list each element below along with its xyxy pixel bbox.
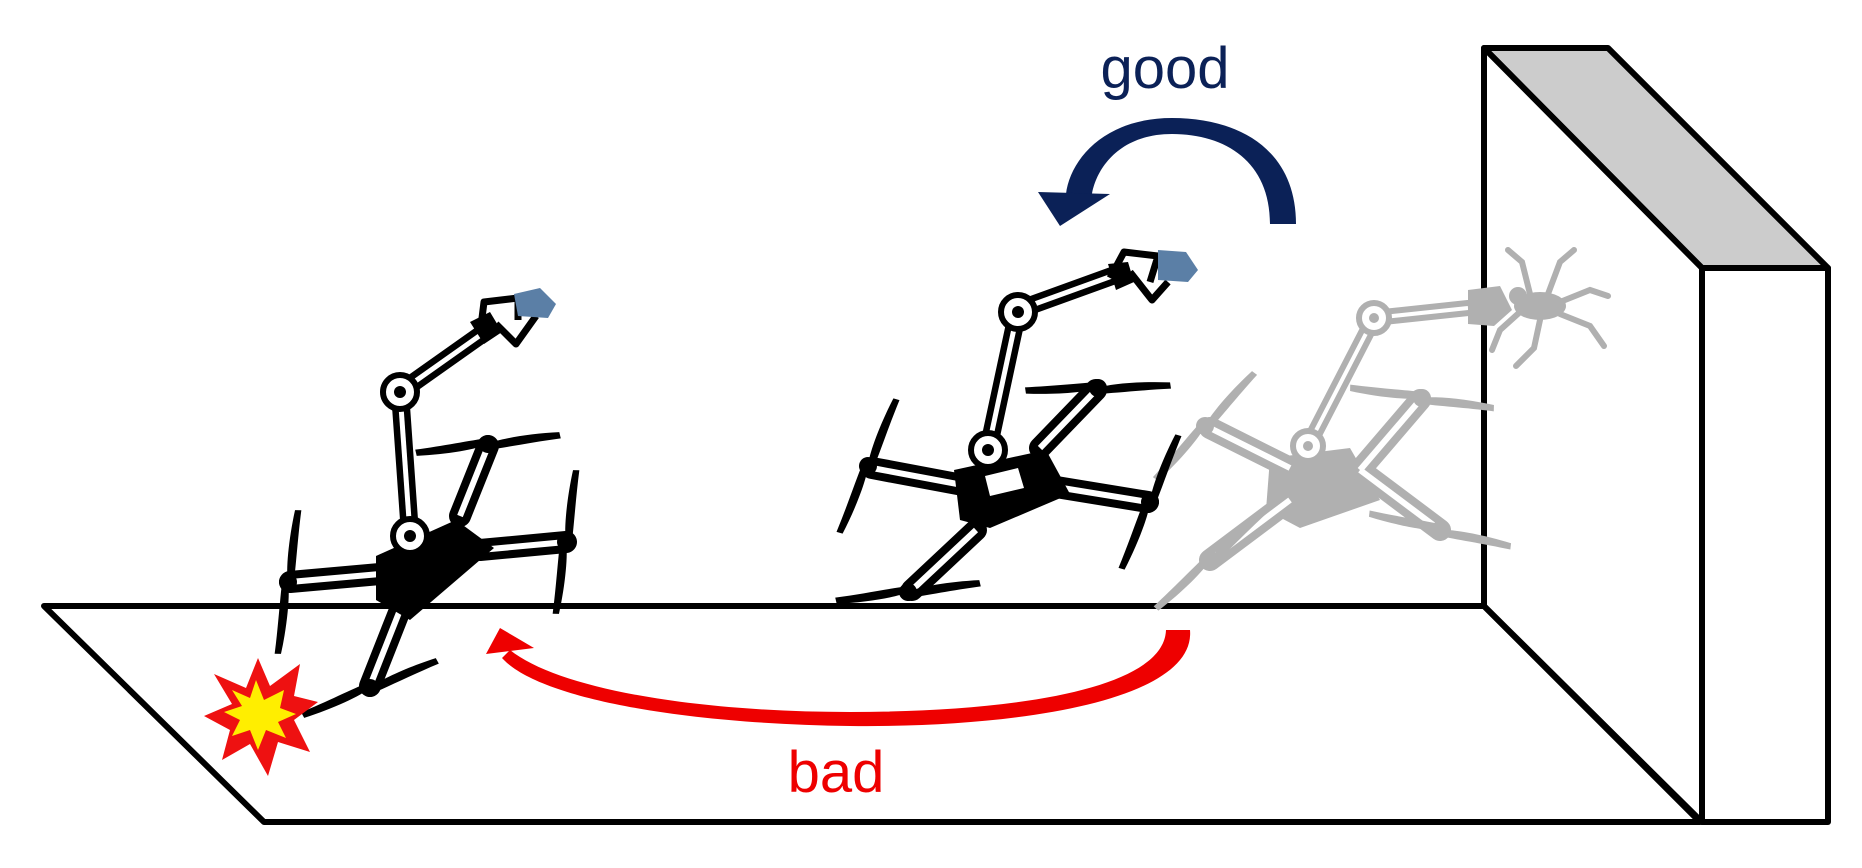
drone-good-icon	[811, 248, 1207, 617]
wall-side	[1699, 265, 1831, 825]
drone-bad-icon	[246, 288, 608, 719]
explosion-icon	[204, 658, 318, 776]
good-arrow	[1038, 118, 1296, 226]
ghost-drone-icon	[1135, 286, 1513, 612]
bad-label: bad	[788, 740, 885, 805]
good-label: good	[1100, 36, 1229, 101]
bad-arrow	[486, 628, 1191, 727]
wall	[1481, 45, 1831, 825]
insect-icon	[1489, 247, 1611, 369]
